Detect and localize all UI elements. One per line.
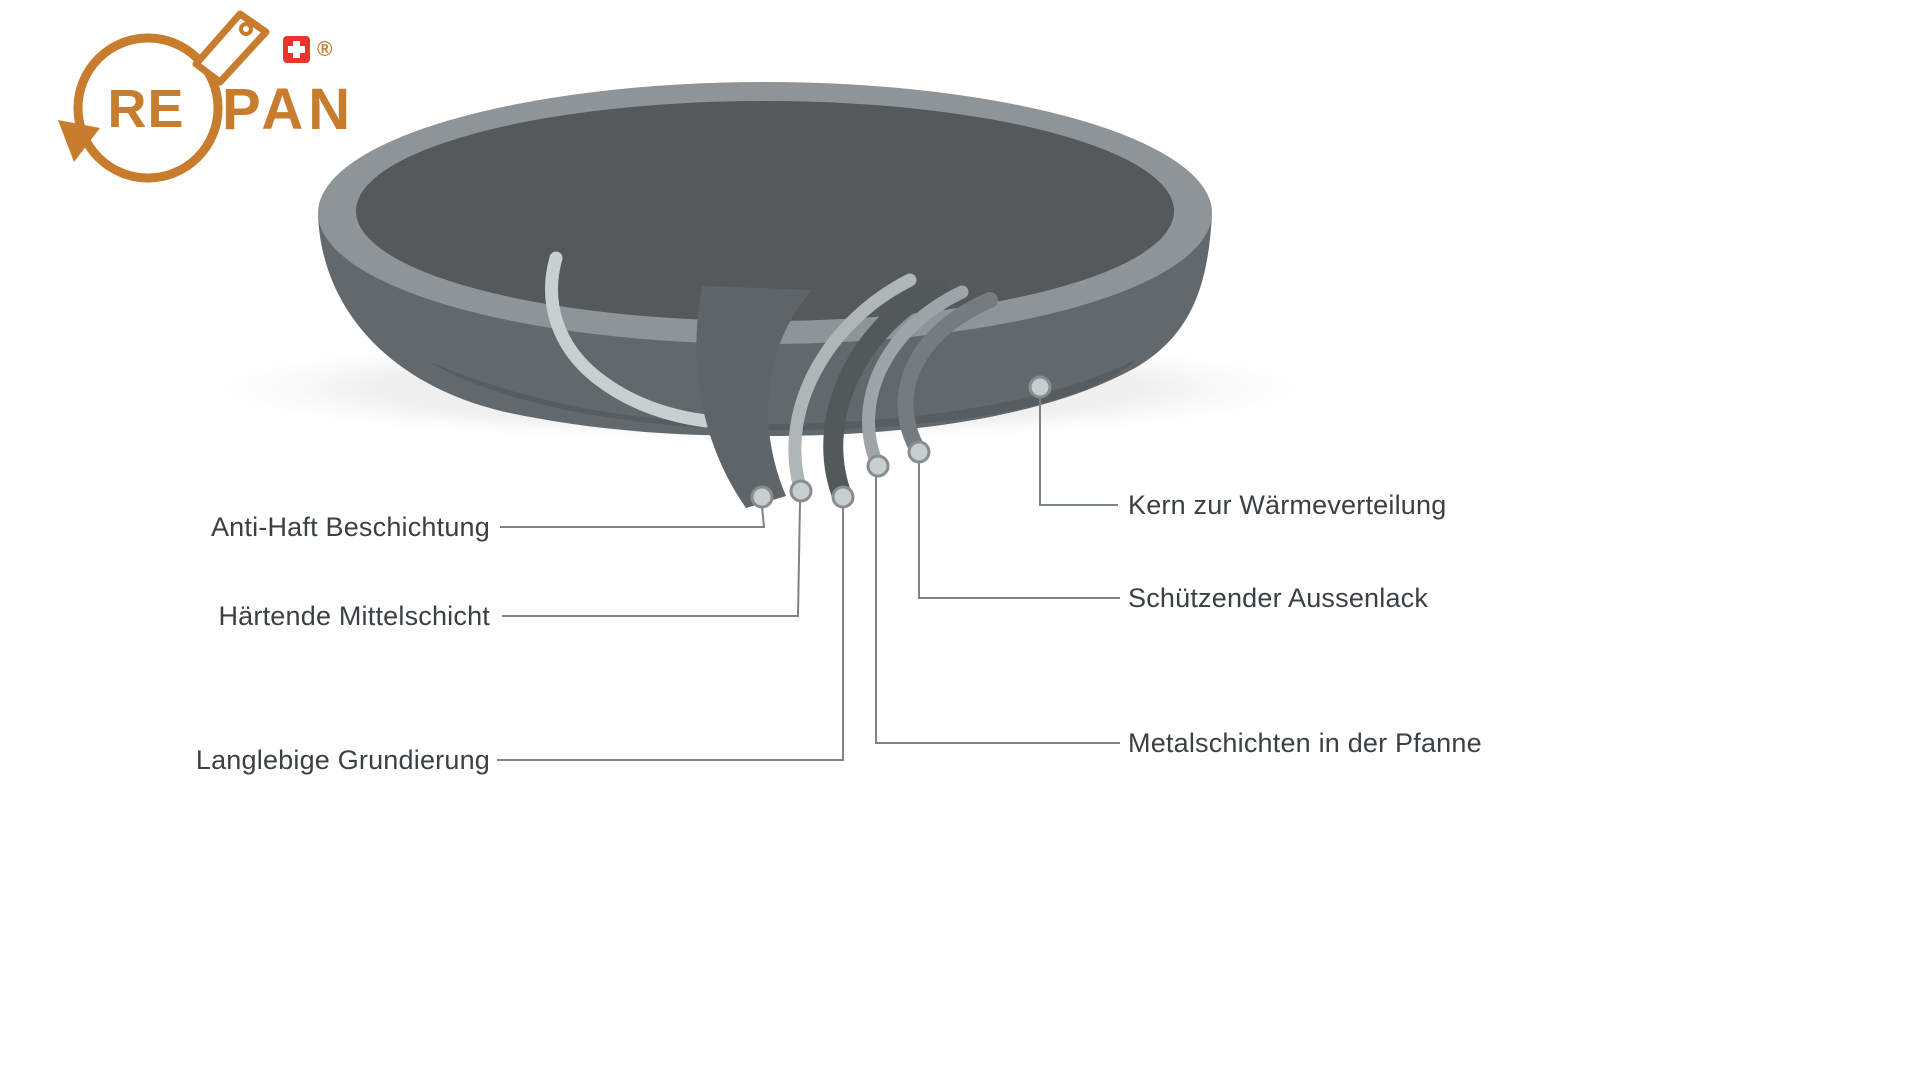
callout-dot-metalschichten <box>866 454 890 478</box>
peeled-layers <box>696 273 998 508</box>
brand-logo: RE PAN ® <box>58 10 355 183</box>
swiss-flag-icon <box>283 36 310 63</box>
callout-line-langlebige <box>497 508 844 761</box>
recycle-arrowhead-icon <box>58 120 100 162</box>
label-schuetzender-aussenlack: Schützender Aussenlack <box>1128 583 1429 613</box>
layer-metalschichten <box>862 285 969 473</box>
layer-aussenlack <box>897 292 998 460</box>
callout-dot-kern <box>1028 375 1052 399</box>
callout-line-anti-haft <box>500 506 766 528</box>
pan-illustration <box>318 82 1212 508</box>
callout-dot-anti-haft <box>750 485 774 509</box>
label-langlebige-grundierung: Langlebige Grundierung <box>195 745 490 775</box>
label-kern-waermeverteilung: Kern zur Wärmeverteilung <box>1128 490 1447 520</box>
callout-line-metalschichten <box>875 477 1120 744</box>
label-metalschichten-pfanne: Metalschichten in der Pfanne <box>1128 728 1482 758</box>
handle-hole-icon <box>239 22 253 36</box>
callout-line-schuetzender <box>918 463 1120 599</box>
pan-handle-icon <box>192 10 270 86</box>
callout-line-haertende <box>502 501 801 617</box>
pan-cut-edge-highlight <box>545 251 713 428</box>
callout-dot-schuetzender <box>907 440 931 464</box>
callout-line-kern <box>1039 398 1118 506</box>
brand-name-pan: PAN <box>222 77 355 142</box>
layer-mittelschicht <box>788 273 917 498</box>
label-haertende-mittelschicht: Härtende Mittelschicht <box>218 601 490 631</box>
registered-mark: ® <box>317 38 333 61</box>
callout-dots <box>750 375 1052 509</box>
callout-lines <box>497 398 1120 761</box>
pan-base-band <box>430 358 1138 431</box>
callout-dot-langlebige <box>831 485 855 509</box>
brand-name-re: RE <box>107 79 184 139</box>
pan-recycle-icon <box>73 33 223 183</box>
label-anti-haft-beschichtung: Anti-Haft Beschichtung <box>210 512 490 542</box>
pan-inner-surface <box>356 101 1174 321</box>
layer-antihaft-wedge <box>696 286 812 508</box>
callout-dot-haertende <box>789 479 813 503</box>
layer-grundierung <box>823 276 948 508</box>
